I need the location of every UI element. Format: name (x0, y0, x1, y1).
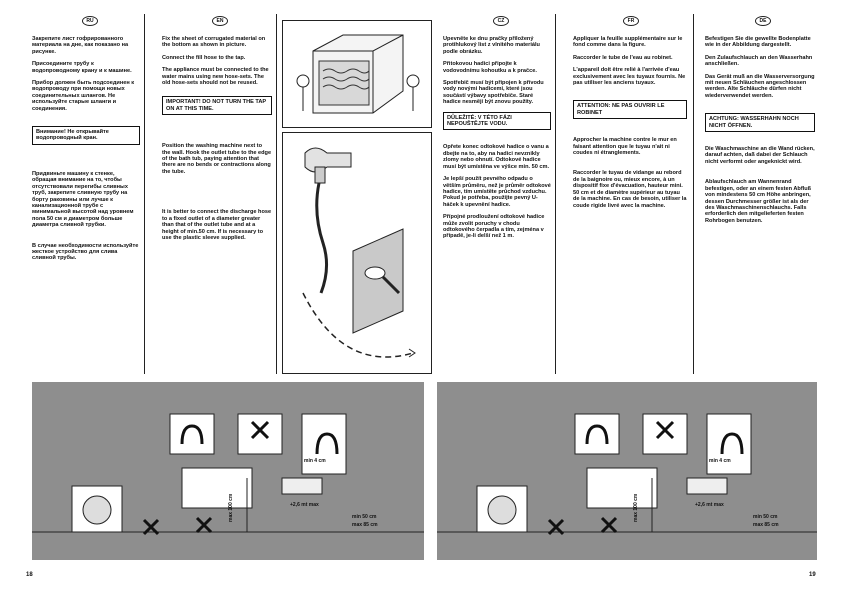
en-paragraph: Position the washing machine next to the… (162, 143, 272, 175)
installation-diagram-svg: min 4 cm max 100 cm +2,6 mt max min 50 c… (32, 413, 424, 536)
fr-warning-box: ATTENTION: NE PAS OUVRIR LE ROBINET (573, 100, 687, 120)
column-divider (555, 14, 556, 374)
label-min-50cm: min 50 cm (352, 514, 377, 520)
ru-paragraph: Присоедините трубу к водопроводному кран… (32, 61, 132, 74)
lang-badge-cz: CZ (493, 16, 509, 26)
english-column: Fix the sheet of corrugated material on … (162, 36, 272, 247)
label-max-85cm: max 85 cm (352, 522, 378, 528)
fr-paragraph: L'appareil doit être relié à l'arrivée d… (573, 67, 686, 87)
ru-paragraph: Придвиньте машину к стенке, обращая вним… (32, 170, 134, 229)
lang-badge-en: EN (212, 16, 228, 26)
label-min-4cm: min 4 cm (709, 458, 731, 464)
de-paragraph: Ablaufschlauch am Wannenrand befestigen,… (705, 179, 812, 224)
ru-warning-box: Внимание! Не открывайте водопроводный кр… (32, 126, 140, 145)
lang-badge-fr: FR (623, 16, 639, 26)
cz-warning-box: DŮLEŽITÉ: V TÉTO FÁZI NEPOUŠTĚJTE VODU. (443, 111, 551, 131)
de-paragraph: Befestigen Sie die gewellte Bodenplatte … (705, 36, 811, 49)
column-divider (276, 14, 277, 374)
label-max-85cm: max 85 cm (753, 522, 779, 528)
page-number: 19 (809, 572, 816, 578)
cz-paragraph: Přitokovou hadici připojte k vodovodnímu… (443, 61, 537, 74)
fr-paragraph: Raccorder le tuyau de vidange au rebord … (573, 170, 687, 209)
de-paragraph: Den Zulaufschlauch an den Wasserhahn ans… (705, 54, 813, 68)
column-divider (144, 14, 145, 374)
column-divider (693, 14, 694, 374)
installation-diagram: min 4 cm max 100 cm +2,6 mt max min 50 c… (437, 382, 817, 560)
en-warning-box: IMPORTANT! DO NOT TURN THE TAP ON AT THI… (162, 96, 272, 116)
label-max-100cm: max 100 cm (228, 493, 234, 522)
en-paragraph: It is better to connect the discharge ho… (162, 209, 272, 241)
figure-tap-connection (282, 132, 432, 374)
fr-paragraph: Raccorder le tube de l'eau au robinet. (573, 54, 673, 61)
figure-corrugated-sheet (282, 20, 432, 128)
label-max-100cm: max 100 cm (633, 493, 639, 522)
de-paragraph: Das Gerät muß an die Wasserversorgung mi… (705, 73, 815, 99)
tap-hose-illustration (302, 147, 416, 358)
cz-paragraph: Opřete konec odtokové hadice o vanu a db… (443, 144, 550, 170)
installation-diagram-svg: min 4 cm max 100 cm +2,6 mt max min 50 c… (437, 413, 817, 536)
cz-paragraph: Spotřebič musí být připojen k přívodu vo… (443, 80, 544, 106)
en-paragraph: The appliance must be connected to the w… (162, 67, 269, 87)
czech-column: Upevněte ke dnu pračky přiložený protihl… (443, 36, 551, 246)
en-paragraph: Fix the sheet of corrugated material on … (162, 36, 266, 49)
lang-badge-de: DE (755, 16, 771, 26)
ru-paragraph: Закрепите лист гофрированного материала … (32, 36, 129, 55)
cz-paragraph: Upevněte ke dnu pračky přiložený protihl… (443, 36, 540, 55)
lang-badge-ru: RU (82, 16, 98, 26)
page-number: 18 (26, 572, 33, 578)
fr-paragraph: Appliquer la feuille supplémentaire sur … (573, 36, 683, 49)
cz-paragraph: Je lepší použít pevného odpadu o větším … (443, 176, 551, 208)
left-page: RU EN Закрепите лист гофрированного мате… (26, 14, 432, 582)
right-page: CZ FR DE Upevněte ke dnu pračky přiložen… (437, 14, 817, 582)
installation-diagram: min 4 cm max 100 cm +2,6 mt max min 50 c… (32, 382, 424, 560)
en-paragraph: Connect the fill hose to the tap. (162, 54, 246, 61)
german-column: Befestigen Sie die gewellte Bodenplatte … (705, 36, 815, 230)
label-min-50cm: min 50 cm (753, 514, 778, 520)
washer-base-illustration (296, 34, 420, 114)
label-plus-2-6mt: +2,6 mt max (290, 502, 319, 508)
de-warning-box: ACHTUNG: WASSERHAHN NOCH NICHT ÖFFNEN. (705, 113, 815, 133)
fr-paragraph: Approcher la machine contre le mur en fa… (573, 137, 677, 157)
ru-paragraph: Прибор должен быть подсоединен к водопро… (32, 80, 135, 112)
russian-column: Закрепите лист гофрированного материала … (32, 36, 140, 268)
label-min-4cm: min 4 cm (304, 458, 326, 464)
french-column: Appliquer la feuille supplémentaire sur … (573, 36, 687, 215)
ru-paragraph: В случае необходимости используйте жестк… (32, 242, 139, 262)
de-paragraph: Die Waschmaschine an die Wand rücken, da… (705, 146, 815, 165)
label-plus-2-6mt: +2,6 mt max (695, 502, 724, 508)
cz-paragraph: Přípojné prodloužení odtokové hadice můž… (443, 214, 545, 240)
